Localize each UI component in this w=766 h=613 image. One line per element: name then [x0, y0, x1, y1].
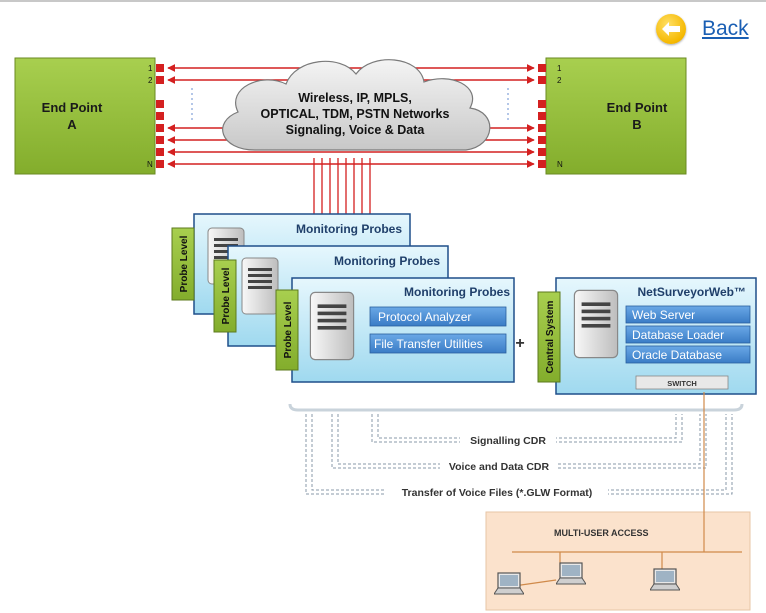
port-label-b-2: 2	[557, 76, 562, 85]
endpoint-a-line1: End Point	[42, 100, 103, 115]
endpoint-b-line2: B	[632, 117, 641, 132]
probe-title-back: Monitoring Probes	[296, 222, 402, 236]
central-item-label: Database Loader	[632, 328, 724, 342]
laptop-icon	[494, 572, 524, 595]
endpoint-b: End Point B	[545, 57, 687, 175]
multi-user-access-panel: MULTI-USER ACCESS	[485, 392, 751, 611]
cloud-line1: Wireless, IP, MPLS,	[298, 91, 412, 105]
switch-label: SWITCH	[667, 379, 697, 388]
flow-label-voice-data: Voice and Data CDR	[440, 458, 558, 474]
probe-item-file-transfer: File Transfer Utilities	[369, 333, 507, 354]
flow-label: Transfer of Voice Files (*.GLW Format)	[402, 487, 593, 499]
data-flow-lines	[305, 414, 733, 495]
port-label-a-1: 1	[148, 64, 153, 73]
back-button[interactable]: Back	[654, 12, 764, 48]
link-ellipsis-marks	[191, 88, 509, 120]
endpoint-a: End Point A	[14, 57, 156, 175]
laptop-icon	[556, 562, 586, 585]
probe-level-label-front: Probe Level	[283, 301, 294, 358]
plus-sign: +	[515, 335, 524, 352]
endpoint-a-ports	[156, 64, 164, 168]
network-cloud: Wireless, IP, MPLS, OPTICAL, TDM, PSTN N…	[222, 59, 491, 151]
probe-title-front: Monitoring Probes	[404, 285, 510, 299]
probe-tap-lines	[313, 158, 371, 214]
port-label-b-n: N	[557, 160, 563, 169]
cloud-line2: OPTICAL, TDM, PSTN Networks	[261, 107, 450, 121]
probe-level-label-middle: Probe Level	[221, 267, 232, 324]
flow-label: Voice and Data CDR	[449, 461, 550, 473]
probe-level-label-back: Probe Level	[179, 235, 190, 292]
central-item-web-server: Web Server	[625, 305, 751, 324]
central-system-side-label: Central System	[545, 300, 556, 373]
probe-item-protocol-analyzer: Protocol Analyzer	[369, 306, 507, 327]
port-label-b-1: 1	[557, 64, 562, 73]
central-item-oracle-database: Oracle Database	[625, 345, 751, 364]
central-switch: SWITCH	[635, 375, 729, 390]
arrow-left-icon	[656, 14, 686, 44]
central-title: NetSurveyorWeb™	[638, 285, 746, 299]
cloud-line3: Signaling, Voice & Data	[286, 123, 426, 137]
probe-title-middle: Monitoring Probes	[334, 254, 440, 268]
flow-label-signalling: Signalling CDR	[460, 432, 556, 448]
port-label-a-n: N	[147, 160, 153, 169]
top-divider	[0, 0, 766, 2]
central-system-panel: NetSurveyorWeb™ Web Server Database Load…	[537, 277, 757, 395]
port-label-a-2: 2	[148, 76, 153, 85]
flow-label: Signalling CDR	[470, 435, 546, 447]
flow-label-voice-files: Transfer of Voice Files (*.GLW Format)	[386, 484, 608, 500]
multi-user-access-title: MULTI-USER ACCESS	[554, 528, 649, 538]
central-item-label: Oracle Database	[632, 348, 722, 362]
probe-item-label: File Transfer Utilities	[374, 337, 483, 351]
endpoint-a-line2: A	[67, 117, 77, 132]
grouping-bracket	[288, 403, 744, 412]
laptop-icon	[650, 568, 680, 591]
probe-panel-front: Monitoring Probes Protocol Analyzer File…	[275, 277, 515, 383]
central-item-database-loader: Database Loader	[625, 325, 751, 344]
central-item-label: Web Server	[632, 308, 695, 322]
back-link-label[interactable]: Back	[702, 17, 749, 40]
probe-item-label: Protocol Analyzer	[378, 310, 471, 324]
endpoint-b-line1: End Point	[607, 100, 668, 115]
endpoint-b-ports	[538, 64, 546, 168]
